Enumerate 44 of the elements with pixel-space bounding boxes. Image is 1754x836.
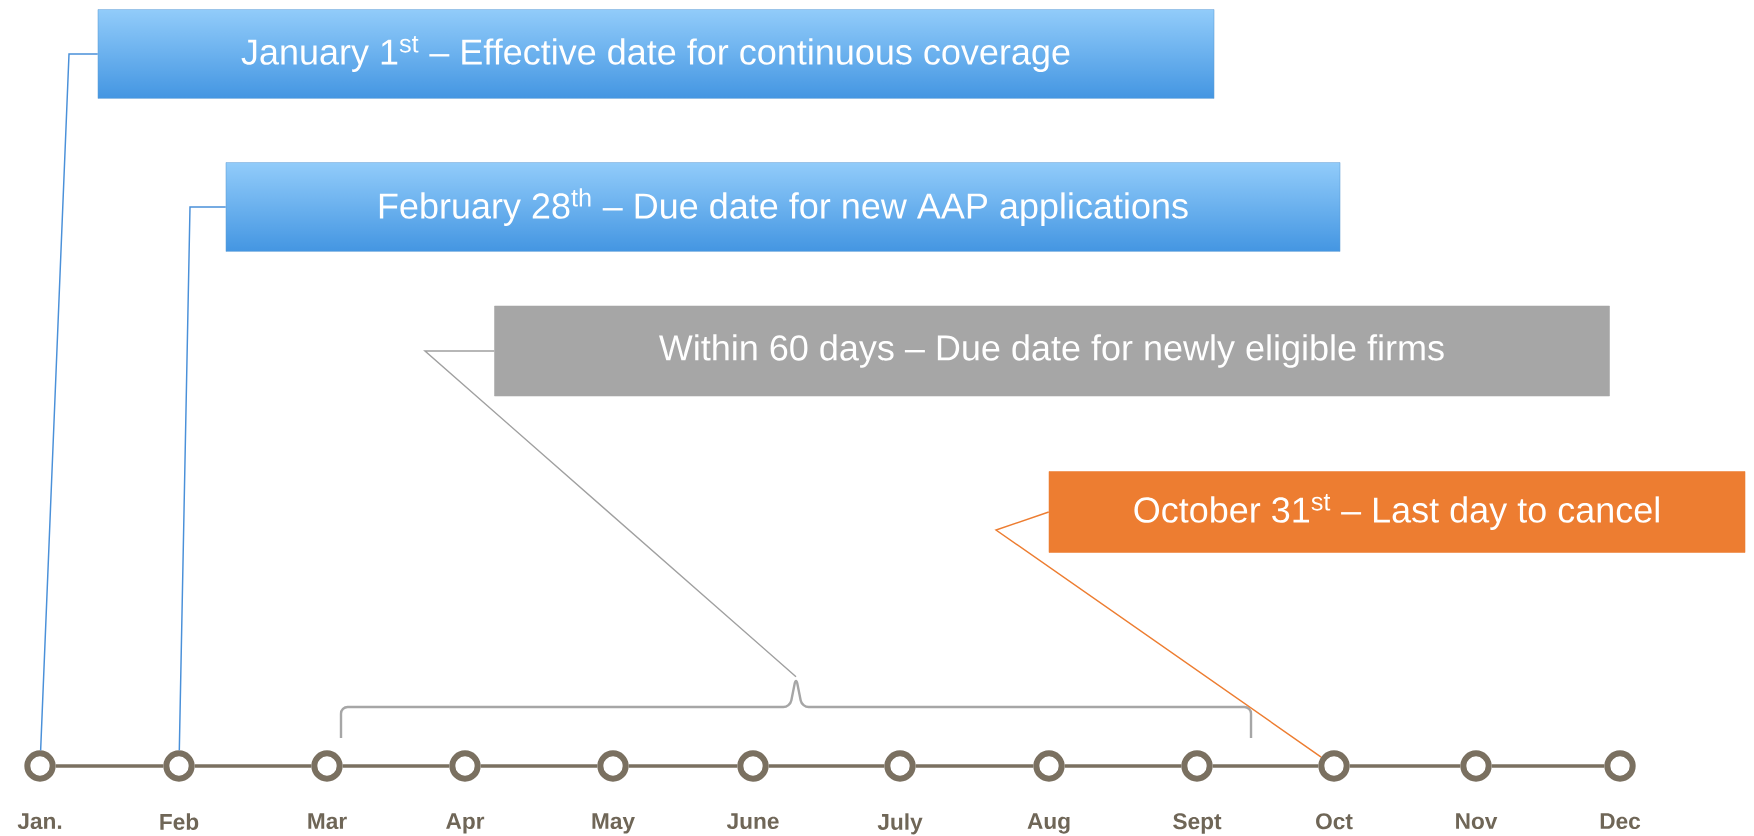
timeline-segment	[342, 764, 450, 768]
month-label: Jan.	[17, 813, 62, 830]
timeline-dot	[1033, 750, 1065, 782]
timeline-dot	[597, 750, 629, 782]
timeline-segment	[194, 764, 312, 768]
month-label: Mar	[308, 813, 347, 830]
timeline-dot	[24, 750, 56, 782]
timeline-dot	[1604, 750, 1636, 782]
leader-line	[178, 206, 227, 752]
month-label: Apr	[446, 813, 485, 834]
timeline-dot	[884, 750, 916, 782]
timeline-dot	[163, 750, 195, 782]
month-label: Feb	[160, 813, 199, 830]
month-label: Oct	[1316, 813, 1353, 830]
month-label: Nov	[1456, 813, 1498, 830]
timeline-segment	[1064, 764, 1182, 768]
timeline-segment	[480, 764, 598, 768]
leader-line	[423, 350, 797, 678]
event-box: February 28$^{th}$ – Due date for new AAP applications	[225, 162, 1341, 252]
month-label: Sept	[1173, 813, 1222, 834]
timeline-segment	[628, 764, 738, 768]
timeline-segment	[1349, 764, 1461, 768]
month-label: June	[726, 813, 779, 830]
leader-line	[994, 511, 1322, 758]
timeline-segment	[1212, 764, 1319, 768]
timeline-segment	[768, 764, 885, 768]
timeline-segment	[915, 764, 1034, 768]
timeline-dot	[1181, 750, 1213, 782]
event-box: January 1$^{st}$ – Effective date for continuous coverage	[97, 9, 1215, 99]
month-label: July	[877, 813, 923, 835]
event-box: October 31$^{st}$ – Last day to cancel	[1048, 471, 1746, 553]
month-label: Dec	[1600, 813, 1641, 830]
timeline-dot	[1460, 750, 1492, 782]
timeline-dot	[449, 750, 481, 782]
bracket	[339, 682, 1253, 738]
timeline-dot	[1318, 750, 1350, 782]
timeline-dot	[737, 750, 769, 782]
leader-line	[39, 53, 99, 752]
month-label: Aug	[1027, 813, 1070, 834]
timeline-segment	[55, 764, 164, 768]
month-label: May	[592, 813, 635, 834]
timeline-segment	[1491, 764, 1605, 768]
event-box: Within 60 days – Due date for newly eligible firms	[494, 305, 1610, 397]
timeline-dot	[311, 750, 343, 782]
